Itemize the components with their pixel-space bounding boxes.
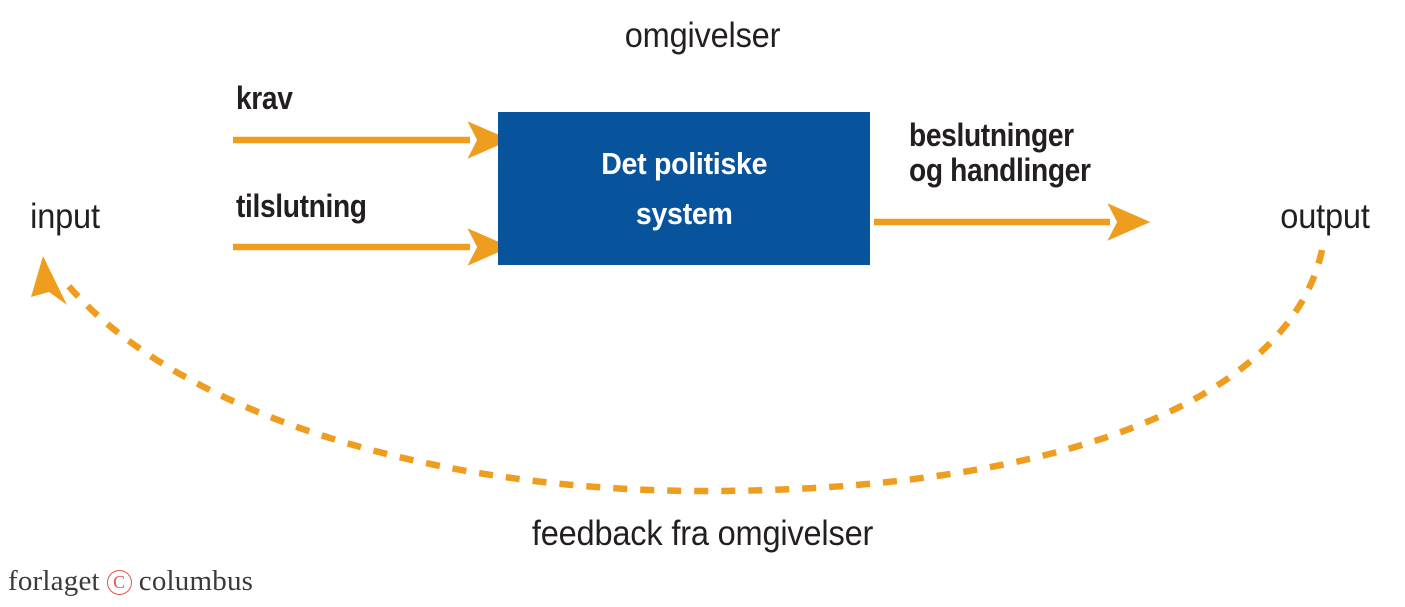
feedback-curve	[59, 249, 1326, 495]
feedback-label: feedback fra omgivelser	[531, 514, 874, 553]
output-label: output	[1280, 197, 1370, 236]
feedback-arrowhead	[31, 256, 67, 305]
tilslutning-label: tilslutning	[236, 188, 367, 224]
input-label: input	[30, 197, 100, 236]
krav-label: krav	[236, 80, 293, 116]
publisher-name-second: columbus	[138, 565, 254, 597]
publisher-logo: forlaget C columbus	[8, 565, 253, 598]
copyright-icon: C	[106, 570, 132, 595]
publisher-name-first: forlaget	[8, 565, 100, 597]
environment-title: omgivelser	[624, 16, 781, 55]
